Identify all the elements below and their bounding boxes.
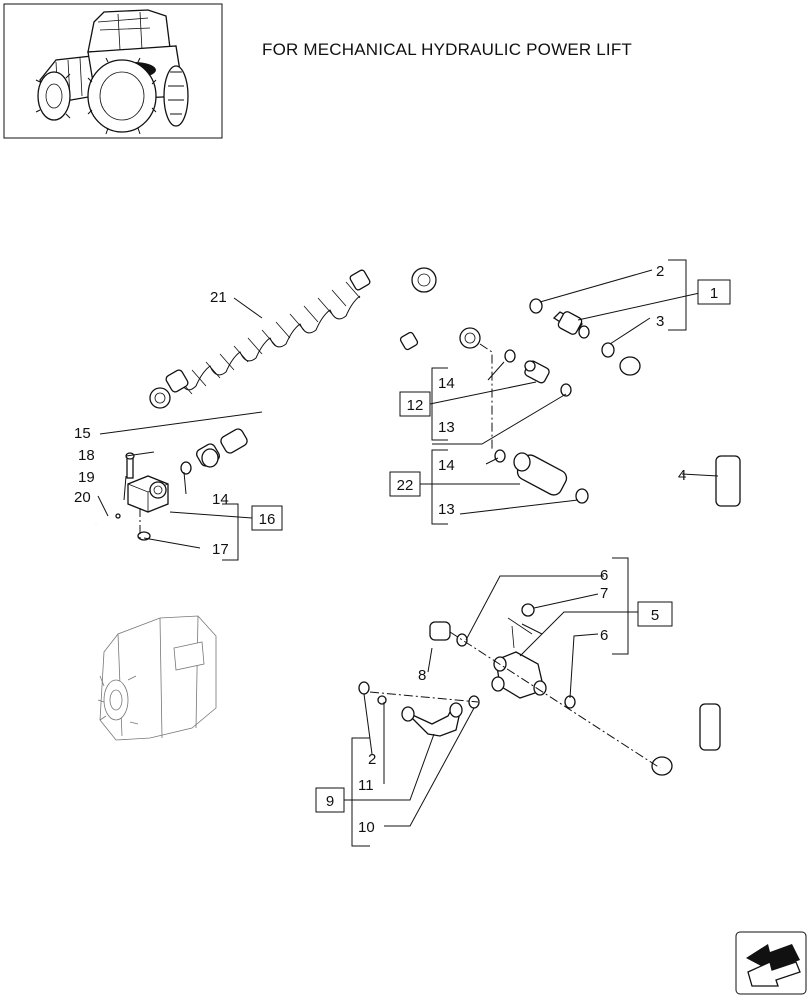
- callout-21: 21: [210, 289, 227, 306]
- callout-6b: 6: [600, 627, 608, 644]
- svg-text:1: 1: [710, 285, 718, 302]
- callout-19: 19: [78, 469, 95, 486]
- callout-2b: 2: [368, 751, 376, 768]
- callout-14b: 14: [438, 457, 455, 474]
- elbow-fitting-9: [358, 681, 480, 737]
- callout-box-16[interactable]: 16: [251, 505, 283, 531]
- callout-3: 3: [656, 313, 664, 330]
- svg-text:5: 5: [651, 607, 659, 624]
- fitting-12: [504, 349, 572, 397]
- connector-block-16: [95, 452, 192, 541]
- callout-box-5[interactable]: 5: [637, 601, 673, 627]
- callout-11: 11: [358, 777, 374, 794]
- next-page-arrow-icon[interactable]: [735, 931, 807, 995]
- callout-box-22[interactable]: 22: [389, 471, 421, 497]
- callout-box-1[interactable]: 1: [697, 279, 731, 305]
- page-title: FOR MECHANICAL HYDRAULIC POWER LIFT: [262, 40, 633, 59]
- callout-17: 17: [212, 541, 229, 558]
- pipe-15: [196, 323, 481, 468]
- callout-13a: 13: [438, 419, 455, 436]
- pump-housing-icon: [97, 615, 217, 741]
- centerlines: [139, 343, 661, 769]
- callout-10: 10: [358, 819, 375, 836]
- callout-20: 20: [74, 489, 91, 506]
- callout-2a: 2: [656, 263, 664, 280]
- pipe-4: [619, 356, 743, 783]
- callout-13b: 13: [438, 501, 455, 518]
- tee-fitting-5: [429, 603, 576, 709]
- svg-text:12: 12: [407, 397, 424, 414]
- leader-lines: [97, 269, 719, 827]
- callout-8: 8: [418, 667, 426, 684]
- hose-21: [149, 258, 437, 409]
- callout-14c: 14: [212, 491, 229, 508]
- tractor-thumbnail-icon[interactable]: [3, 3, 223, 139]
- adapter-1: [529, 298, 615, 358]
- callout-14a: 14: [438, 375, 455, 392]
- svg-text:22: 22: [397, 477, 414, 494]
- svg-text:9: 9: [326, 793, 334, 810]
- fitting-22: [494, 449, 589, 504]
- callout-6a: 6: [600, 567, 608, 584]
- callout-box-9[interactable]: 9: [315, 787, 345, 813]
- bracket-lines: [222, 259, 687, 847]
- callout-box-12[interactable]: 12: [399, 391, 431, 417]
- callout-15: 15: [74, 425, 91, 442]
- callout-4: 4: [678, 467, 686, 484]
- callout-7: 7: [600, 585, 608, 602]
- callout-18: 18: [78, 447, 95, 464]
- svg-text:16: 16: [259, 511, 276, 528]
